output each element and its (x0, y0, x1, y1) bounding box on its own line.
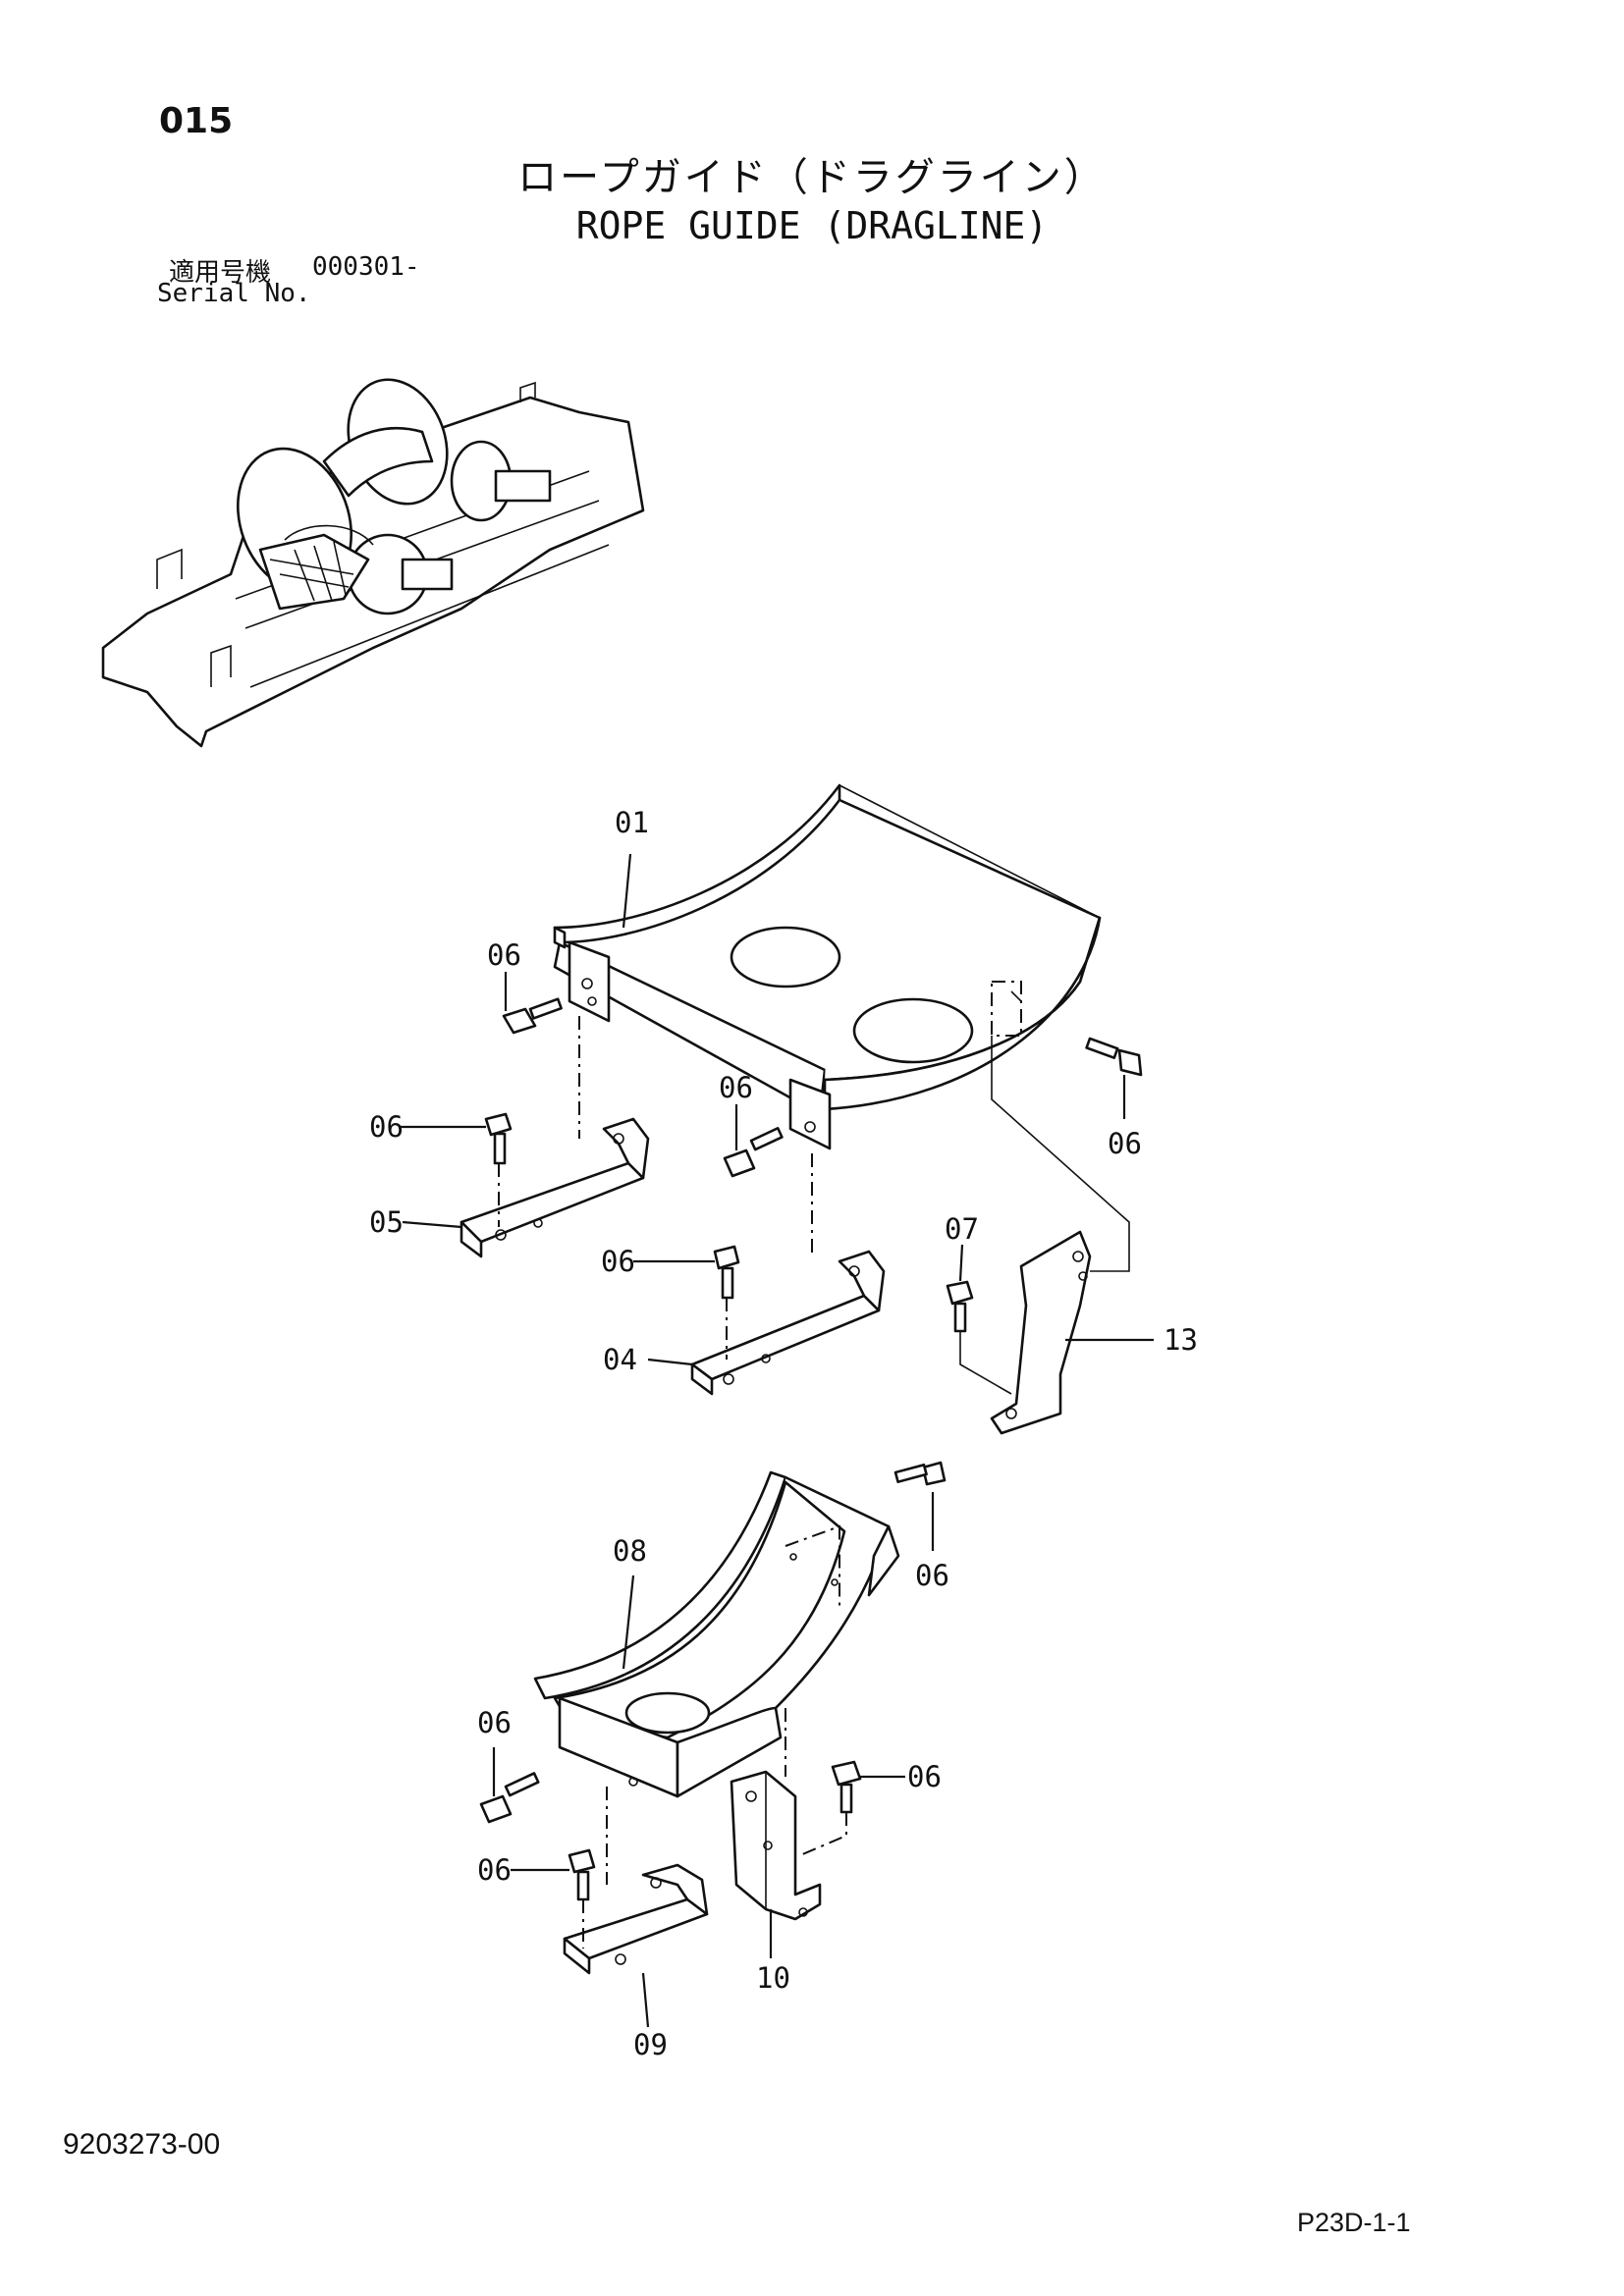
bolt-06-right-of-10 (831, 1760, 862, 1814)
callout-06-left-08: 06 (477, 1706, 512, 1739)
callout-08: 08 (613, 1534, 647, 1568)
part-09-bracket (563, 1863, 709, 1975)
callout-06-center: 06 (719, 1071, 753, 1104)
callout-10: 10 (756, 1961, 790, 1995)
bolt-06-top-right-08 (893, 1461, 947, 1486)
serial-number-value: 000301- (312, 252, 420, 282)
callout-06-right-10: 06 (907, 1760, 942, 1793)
callout-06-above-09: 06 (477, 1853, 512, 1887)
document-number: 9203273-00 (63, 2128, 221, 2161)
bolt-06-above-05 (484, 1112, 513, 1165)
title-japanese: ロープガイド（ドラグライン） (517, 155, 1107, 200)
serial-label-japanese: 適用号機 (169, 258, 272, 288)
part-05-bracket (460, 1117, 650, 1258)
callout-07: 07 (945, 1212, 979, 1246)
bolt-06-left-of-08 (479, 1772, 540, 1824)
callout-09: 09 (633, 2028, 668, 2061)
callout-01: 01 (615, 806, 649, 839)
callout-04: 04 (603, 1343, 637, 1376)
title-english: ROPE GUIDE (DRAGLINE) (575, 204, 1049, 247)
part-04-bracket (690, 1250, 886, 1396)
callout-06-left-05: 06 (369, 1110, 404, 1144)
bolt-06-left-of-01 (502, 997, 563, 1035)
callout-06-above-04: 06 (601, 1245, 635, 1278)
bolt-06-above-09 (568, 1848, 596, 1901)
bolt-07 (946, 1280, 974, 1333)
part-08-lower-guide (533, 1470, 900, 1798)
bolt-06-center-of-01 (723, 1127, 784, 1178)
serial-label-english: Serial No. (157, 279, 311, 308)
callout-06-right-08: 06 (915, 1559, 949, 1592)
callout-13: 13 (1164, 1323, 1198, 1357)
location-overview-drawing (101, 378, 645, 748)
part-01-main-guide (553, 783, 1102, 1150)
callout-05: 05 (369, 1205, 404, 1239)
part-10-bracket (730, 1770, 822, 1921)
bolt-06-right-of-01 (1085, 1037, 1143, 1077)
callout-06-right: 06 (1108, 1127, 1142, 1160)
callout-06-top-left: 06 (487, 938, 521, 972)
part-13-bracket (990, 1230, 1092, 1435)
page-number: 015 (159, 101, 234, 141)
bolt-06-above-04 (713, 1245, 740, 1300)
page-reference: P23D-1-1 (1297, 2208, 1411, 2237)
